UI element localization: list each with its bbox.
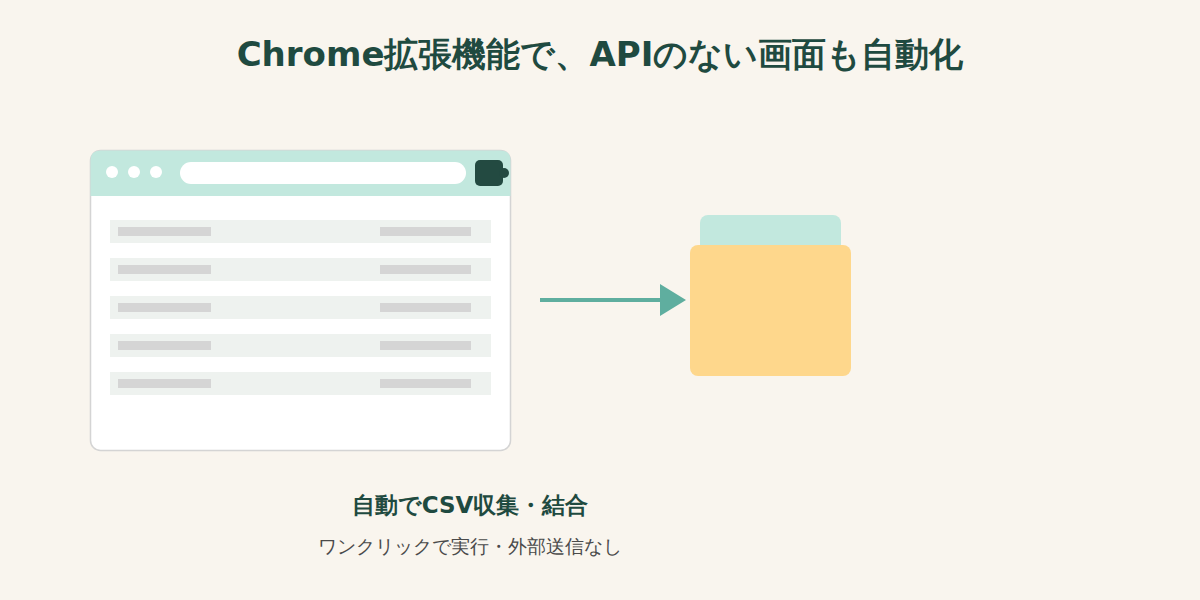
table-row [110, 296, 491, 319]
browser-window [91, 151, 511, 451]
folder-icon [690, 215, 851, 376]
cell-bar [118, 303, 211, 312]
extension-knob [499, 168, 509, 178]
browser-toolbar [91, 151, 511, 197]
folder-front [690, 245, 851, 376]
table-rows [110, 220, 491, 395]
arrow-shaft [540, 298, 664, 302]
extension-body [475, 160, 503, 186]
address-bar [180, 162, 466, 184]
flow-arrow [540, 284, 686, 316]
feature-note: ワンクリックで実行・外部送信なし [220, 534, 720, 560]
table-row [110, 334, 491, 357]
window-dot [150, 166, 162, 178]
window-dot [128, 166, 140, 178]
diagram-title: Chrome拡張機能で、APIのない画面も自動化 [0, 32, 1200, 78]
table-row [110, 220, 491, 243]
table-row [110, 258, 491, 281]
browser-frame [91, 151, 511, 451]
cell-bar [118, 341, 211, 350]
window-dot [106, 166, 118, 178]
feature-heading: 自動でCSV収集・結合 [270, 490, 670, 521]
cell-bar [118, 379, 211, 388]
cell-bar [380, 303, 471, 312]
table-row [110, 372, 491, 395]
extension-icon [475, 160, 509, 186]
cell-bar [118, 265, 211, 274]
cell-bar [380, 379, 471, 388]
cell-bar [380, 227, 471, 236]
cell-bar [380, 265, 471, 274]
cell-bar [380, 341, 471, 350]
cell-bar [118, 227, 211, 236]
arrow-head [660, 284, 686, 316]
